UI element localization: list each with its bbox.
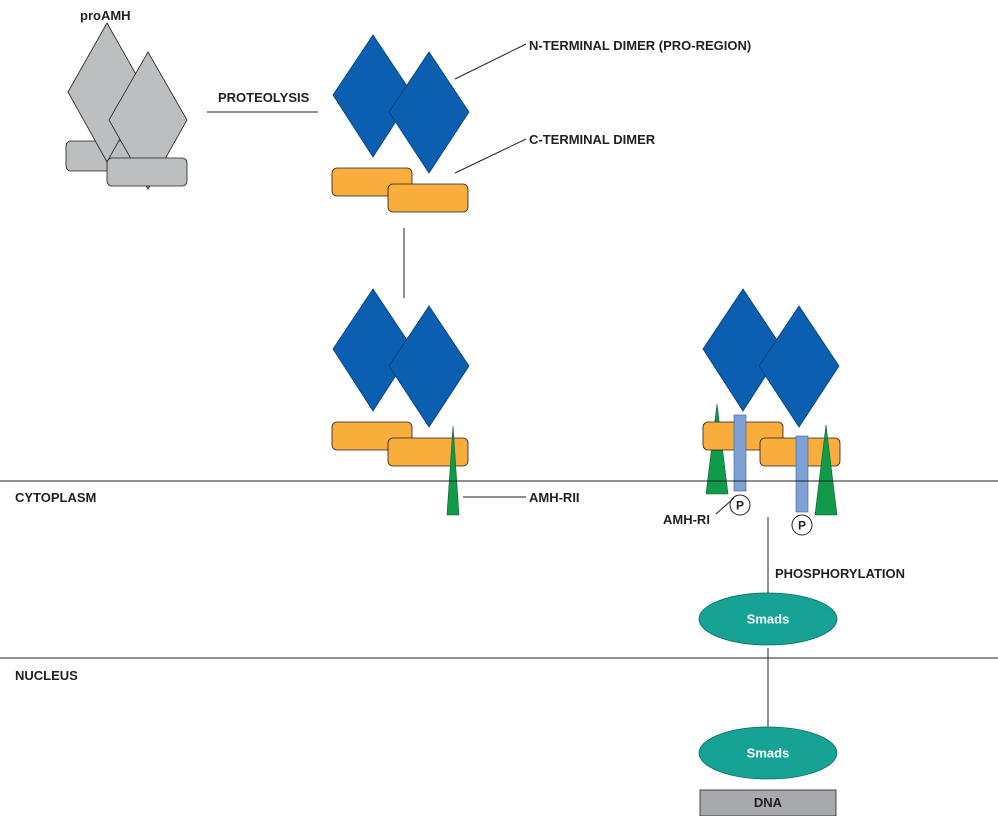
dna-label: DNA xyxy=(754,795,783,810)
smads-nucleus xyxy=(698,726,838,780)
n-terminal-label: N-TERMINAL DIMER (PRO-REGION) xyxy=(529,38,751,53)
n-terminal-diamond-1 xyxy=(332,34,414,158)
bound-n-terminal-diamond-2 xyxy=(388,305,470,428)
amh-ri-receptor-left xyxy=(733,414,747,492)
smads-nucleus-label: Smads xyxy=(747,746,790,761)
amh-ri-label: AMH-RI xyxy=(663,512,710,527)
bound-n-terminal-diamond-1 xyxy=(332,288,414,412)
nucleus-label: NUCLEUS xyxy=(15,668,78,683)
cytoplasm-label: CYTOPLASM xyxy=(15,490,96,505)
n-terminal-pointer xyxy=(454,43,527,80)
c-terminal-label: C-TERMINAL DIMER xyxy=(529,132,656,147)
proamh-diamond-2 xyxy=(108,51,188,190)
proamh-complex xyxy=(65,22,188,190)
proamh-c-terminal-2 xyxy=(106,157,188,187)
phosphate-circle-1 xyxy=(729,494,751,516)
amh-ri-receptor-right xyxy=(795,435,809,513)
phosphate-label-2: P xyxy=(798,519,806,533)
proteolysis-label: PROTEOLYSIS xyxy=(218,90,310,105)
phosphorylation-label: PHOSPHORYLATION xyxy=(775,566,905,581)
c-terminal-rect-2 xyxy=(387,183,469,213)
amh-ri-pointer xyxy=(715,497,735,515)
complex-n-terminal-diamond-1 xyxy=(702,288,784,412)
complex-n-terminal-diamond-2 xyxy=(758,305,840,428)
c-terminal-pointer xyxy=(454,138,527,174)
cleaved-amh-top xyxy=(331,34,470,213)
amh-rii-label: AMH-RII xyxy=(529,490,580,505)
n-terminal-diamond-2 xyxy=(388,51,470,174)
phosphate-label-1: P xyxy=(736,499,744,513)
bound-c-terminal-rect-2 xyxy=(387,437,469,467)
amh-rii-receptor-right xyxy=(814,424,838,516)
amh-rii-receptor xyxy=(446,425,460,516)
proamh-label: proAMH xyxy=(80,8,131,23)
amh-bound-to-rii xyxy=(331,288,470,516)
smads-cytoplasm xyxy=(698,592,838,646)
smads-cytoplasm-label: Smads xyxy=(747,612,790,627)
phosphate-circle-2 xyxy=(791,514,813,536)
dna-block xyxy=(699,789,837,816)
receptor-complex: P P xyxy=(702,288,841,536)
